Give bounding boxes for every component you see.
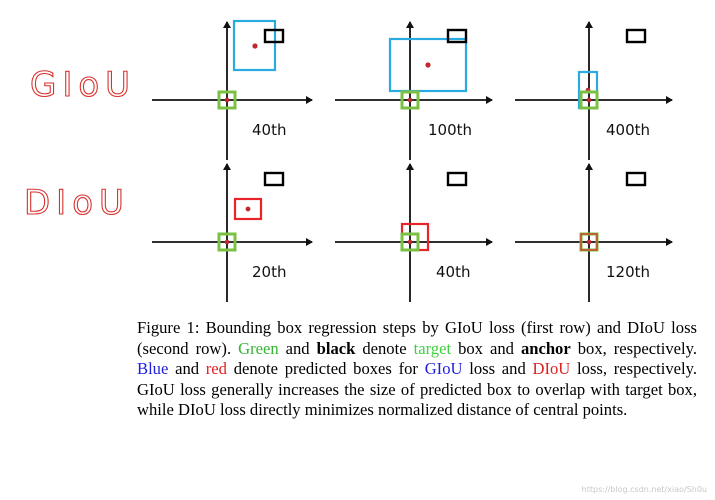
giou-panel-40th: 40th (152, 19, 313, 160)
caption-text: and (278, 338, 317, 358)
step-label: 20th (252, 263, 286, 281)
caption-text: loss, respectively. GIoU loss generally … (137, 359, 697, 420)
diou-panel-40th: 40th (335, 163, 493, 302)
target-center-point (407, 97, 413, 103)
caption-anchor-word: anchor (520, 338, 571, 358)
giou-predicted-box (388, 37, 468, 93)
caption-giou-word: GIoU (424, 359, 463, 379)
handwritten-giou-annotation: GIoU (30, 65, 136, 105)
step-label: 40th (436, 263, 470, 281)
caption-text: Figure 1: Bounding box regression steps … (137, 318, 697, 358)
diou-predicted-box (400, 222, 430, 252)
caption-diou-word: DIoU (532, 359, 571, 379)
giou-panel-100th: 100th (335, 21, 493, 160)
target-box (217, 232, 237, 252)
step-label: 40th (252, 121, 286, 139)
giou-panel-400th: 400th (515, 21, 673, 160)
anchor-box (446, 171, 468, 187)
target-box (579, 90, 599, 110)
giou-predicted-box (232, 19, 277, 72)
caption-green-word: Green (238, 338, 279, 358)
caption-red-word: red (205, 359, 227, 379)
caption-black-word: black (316, 338, 356, 358)
anchor-box (446, 28, 468, 44)
caption-text: box and (451, 338, 521, 358)
caption-text: denote predicted boxes for (226, 359, 425, 379)
diou-panel-20th: 20th (152, 163, 313, 302)
diou-predicted-box (233, 197, 263, 221)
target-center-point (224, 97, 230, 103)
caption-text: denote (355, 338, 414, 358)
figure-diagram: GIoU DIoU 40th 100th (23, 19, 673, 302)
caption-text: loss and (462, 359, 533, 379)
target-center-point (224, 239, 230, 245)
step-label: 400th (606, 121, 650, 139)
target-center-point (586, 97, 592, 103)
handwritten-diou-annotation: DIoU (24, 183, 130, 223)
step-label: 120th (606, 263, 650, 281)
target-box (400, 90, 420, 110)
target-center-point (407, 239, 413, 245)
caption-text: and (168, 359, 206, 379)
predicted-center-point (252, 43, 258, 49)
anchor-box (625, 171, 647, 187)
caption-text: box, respectively. (570, 338, 697, 358)
target-center-point (586, 239, 592, 245)
diou-predicted-box (580, 233, 598, 251)
target-box (217, 90, 237, 110)
target-box (400, 232, 420, 252)
anchor-box (263, 28, 285, 44)
diou-panel-120th: 120th (515, 163, 673, 302)
caption-blue-word: Blue (137, 359, 169, 379)
watermark: https://blog.csdn.net/xiao/Sh0u (581, 485, 707, 494)
figure-caption: Figure 1: Bounding box regression steps … (137, 318, 697, 421)
caption-target-word: target (413, 338, 452, 358)
anchor-box (263, 171, 285, 187)
anchor-box (625, 28, 647, 44)
predicted-center-point (245, 206, 251, 212)
step-label: 100th (428, 121, 472, 139)
predicted-center-point (425, 62, 431, 68)
